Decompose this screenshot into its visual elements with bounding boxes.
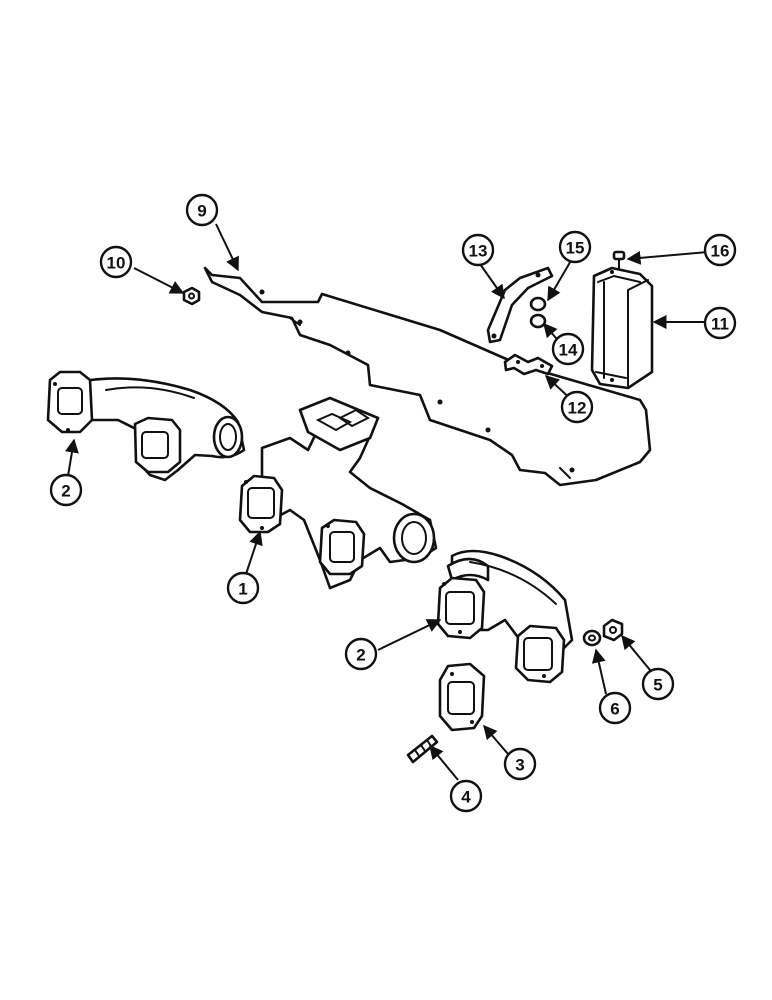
callout-9: 9 xyxy=(185,193,219,227)
heat-shield-plate xyxy=(203,266,652,487)
callout-1: 1 xyxy=(226,571,260,605)
bolt-16 xyxy=(612,250,626,271)
callout-13: 13 xyxy=(461,233,495,267)
washer-15 xyxy=(529,296,547,312)
leader-lines xyxy=(65,223,709,781)
callout-6: 6 xyxy=(598,691,632,725)
callout-2-left: 2 xyxy=(49,473,83,507)
gasket-3 xyxy=(438,662,486,732)
callout-11-label: 11 xyxy=(711,315,729,334)
callout-3-label: 3 xyxy=(515,756,524,775)
callout-14: 14 xyxy=(551,332,585,366)
callout-2-left-label: 2 xyxy=(61,482,70,501)
lock-washer-6 xyxy=(582,629,602,647)
manifold-end-section-left xyxy=(46,370,246,482)
stud-4 xyxy=(406,734,439,764)
callout-11: 11 xyxy=(703,306,737,340)
callout-15-label: 15 xyxy=(566,239,585,258)
callout-15: 15 xyxy=(558,230,592,264)
callout-4: 4 xyxy=(449,779,483,813)
callout-5-label: 5 xyxy=(653,676,662,695)
callout-12: 12 xyxy=(560,390,594,424)
nut-5 xyxy=(602,618,624,642)
washer-14 xyxy=(529,313,547,329)
callout-4-label: 4 xyxy=(461,788,471,807)
nut-10 xyxy=(182,286,201,306)
callout-3: 3 xyxy=(503,747,537,781)
manifold-center-section xyxy=(238,396,438,590)
callout-13-label: 13 xyxy=(469,242,488,261)
callout-14-label: 14 xyxy=(559,341,578,360)
callout-12-label: 12 xyxy=(568,399,587,418)
callout-6-label: 6 xyxy=(610,700,619,719)
callout-2-right: 2 xyxy=(344,637,378,671)
callout-16: 16 xyxy=(703,233,737,267)
callout-16-label: 16 xyxy=(711,242,730,261)
callout-2-right-label: 2 xyxy=(356,646,365,665)
callout-1-label: 1 xyxy=(238,580,247,599)
callout-10: 10 xyxy=(99,245,133,279)
clip-12 xyxy=(503,353,554,376)
shield-box-11 xyxy=(590,266,654,390)
callout-10-label: 10 xyxy=(107,254,126,273)
manifold-end-section-right xyxy=(436,549,574,684)
callout-5: 5 xyxy=(641,667,675,701)
callout-9-label: 9 xyxy=(197,202,206,221)
bracket-13 xyxy=(486,266,554,344)
